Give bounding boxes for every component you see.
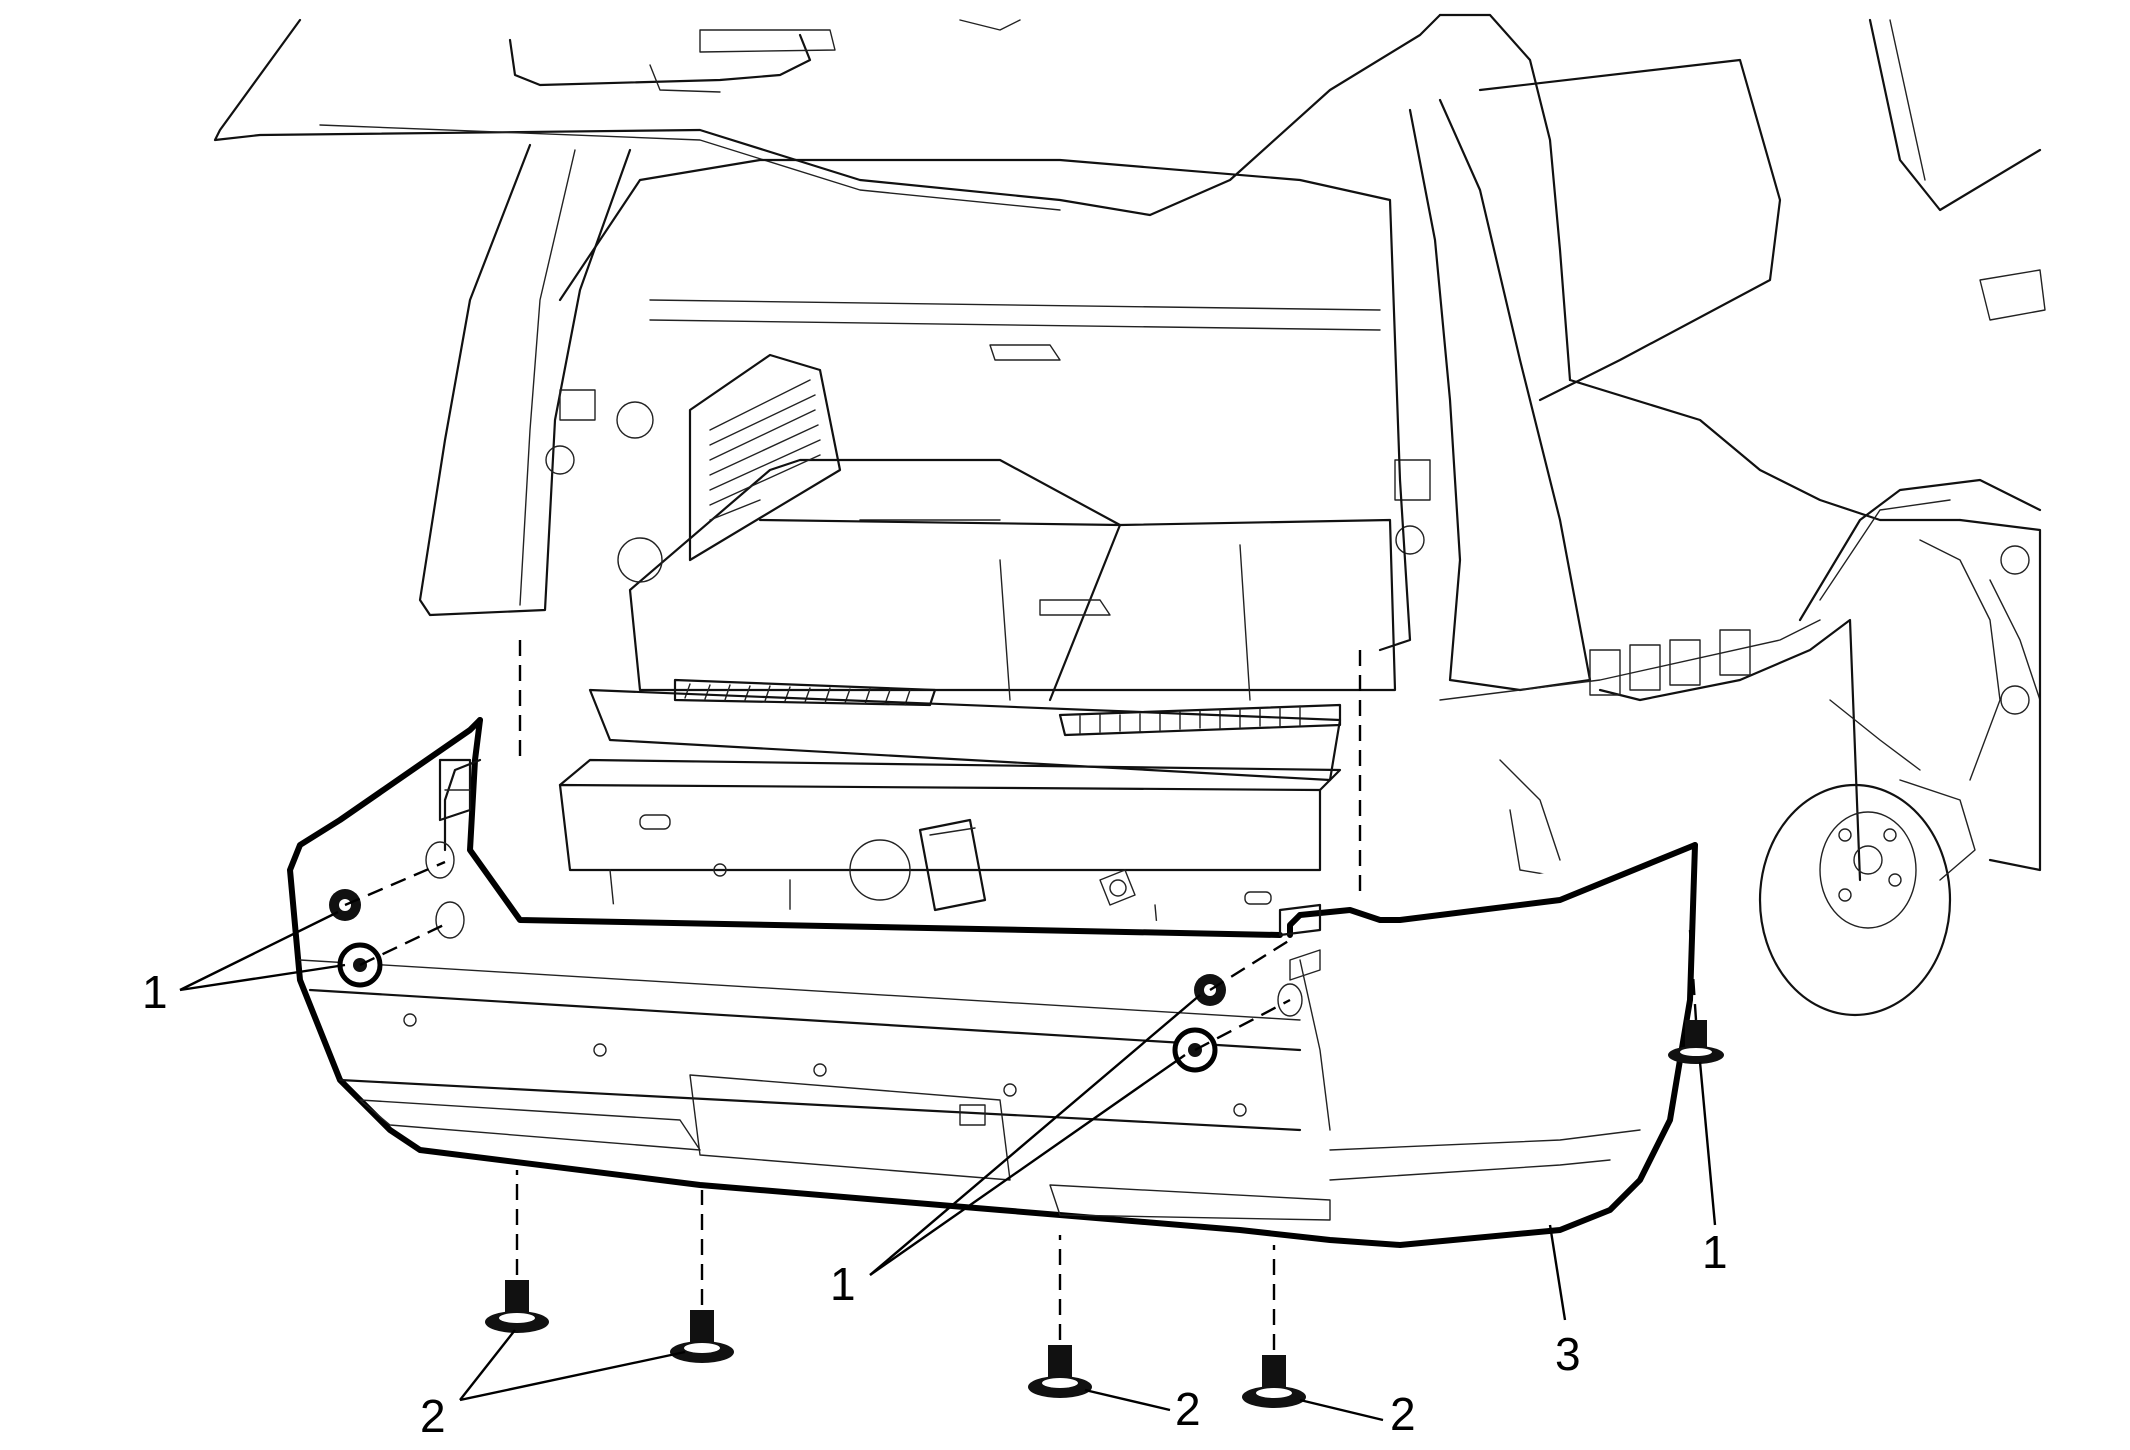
- bolt-icon: [670, 1310, 734, 1363]
- bolt-icon: [1242, 1355, 1306, 1408]
- bolt-icon: [1668, 1020, 1724, 1064]
- callout-2-mid: 2: [1175, 1383, 1201, 1435]
- callout-labels: 1 1 1 2 2 2 3: [142, 966, 1728, 1442]
- callout-2-left: 2: [420, 1390, 446, 1442]
- bolt-icon: [485, 1280, 549, 1333]
- bolt-icon: [1028, 1345, 1092, 1398]
- callout-2-right: 2: [1390, 1388, 1416, 1440]
- lower-bolts: [485, 1280, 1306, 1408]
- callout-1-center: 1: [830, 1258, 856, 1310]
- vehicle-body: [213, 13, 2046, 1017]
- callout-1-left: 1: [142, 966, 168, 1018]
- leader-lines: [179, 910, 1717, 1422]
- install-axes: [344, 640, 1698, 1350]
- rear-bumper-fascia: [287, 717, 1698, 1248]
- callout-1-right: 1: [1702, 1226, 1728, 1278]
- callout-3: 3: [1555, 1328, 1581, 1380]
